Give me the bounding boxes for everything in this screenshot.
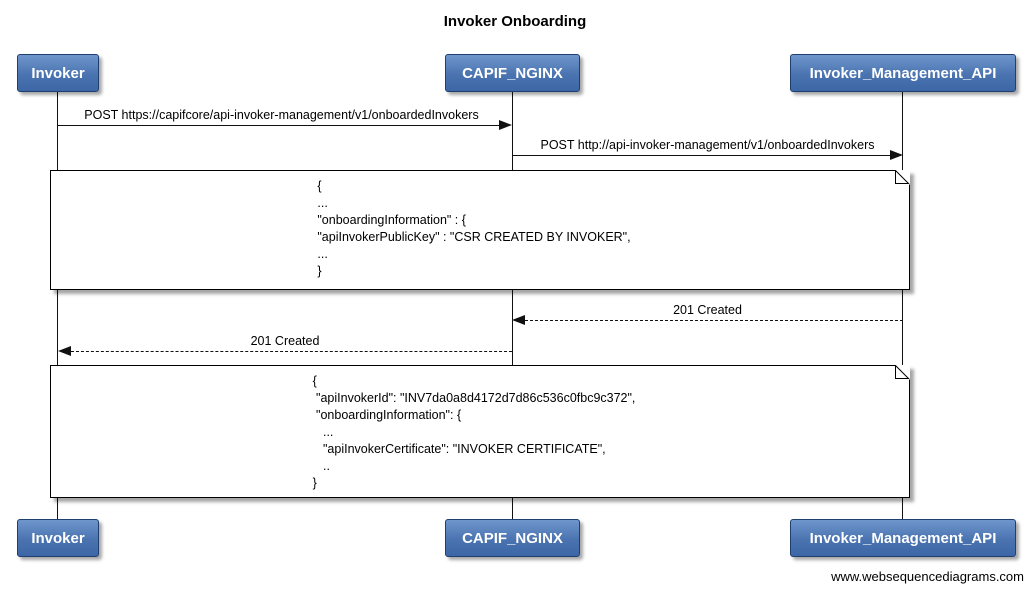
actor-capif-nginx-bottom: CAPIF_NGINX [445,519,580,557]
actor-invoker-management-api-top: Invoker_Management_API [790,54,1016,92]
note-line: { [317,179,322,193]
note-response-body-text: { "apiInvokerId": "INV7da0a8d4172d7d86c5… [313,373,636,490]
note-line: ... [317,196,328,210]
arrowhead-right-icon [499,120,512,130]
message-created-response-invoker-label: 201 Created [250,334,320,348]
note-line: } [317,264,322,278]
arrowhead-left-icon [58,346,71,356]
note-line: .. [312,459,330,473]
actor-capif-nginx-top: CAPIF_NGINX [445,54,580,92]
note-line: ... [312,425,334,439]
note-response-body: { "apiInvokerId": "INV7da0a8d4172d7d86c5… [50,365,910,498]
lifeline-invoker [57,92,58,520]
message-onboard-forward-label: POST http://api-invoker-management/v1/on… [540,138,875,152]
message-created-response-api-line [525,320,903,321]
actor-invoker-label: Invoker [31,64,85,82]
actor-invoker-management-api-label: Invoker_Management_API [809,529,997,547]
note-line: { [312,374,317,388]
message-created-response-invoker-line [71,351,512,352]
note-request-body: { ... "onboardingInformation" : { "apiIn… [50,170,910,290]
lifeline-capif-nginx [512,92,513,520]
message-onboard-request-line [58,125,499,126]
actor-invoker-management-api-label: Invoker_Management_API [809,64,997,82]
message-onboard-forward-line [512,155,890,156]
note-line: "apiInvokerId": "INV7da0a8d4172d7d86c536… [312,391,636,405]
actor-capif-nginx-label: CAPIF_NGINX [462,529,563,547]
lifeline-invoker-management-api [902,92,903,520]
actor-invoker-label: Invoker [31,529,85,547]
message-onboard-request-label: POST https://capifcore/api-invoker-manag… [84,108,479,122]
note-line: "onboardingInformation" : { [317,213,466,227]
note-line: } [312,476,317,490]
actor-invoker-top: Invoker [17,54,99,92]
note-line: "apiInvokerPublicKey" : "CSR CREATED BY … [317,230,631,244]
actor-invoker-management-api-bottom: Invoker_Management_API [790,519,1016,557]
note-fold-icon [895,365,910,380]
arrowhead-left-icon [512,315,525,325]
diagram-title: Invoker Onboarding [443,13,587,30]
note-line: "apiInvokerCertificate": "INVOKER CERTIF… [312,442,606,456]
note-line: "onboardingInformation": { [312,408,462,422]
actor-capif-nginx-label: CAPIF_NGINX [462,64,563,82]
note-request-body-text: { ... "onboardingInformation" : { "apiIn… [317,178,630,280]
note-line: ... [317,247,328,261]
watermark-websequencediagrams: www.websequencediagrams.com [831,569,1024,584]
message-created-response-api-label: 201 Created [673,303,742,317]
arrowhead-right-icon [890,150,903,160]
note-fold-icon [895,170,910,185]
actor-invoker-bottom: Invoker [17,519,99,557]
